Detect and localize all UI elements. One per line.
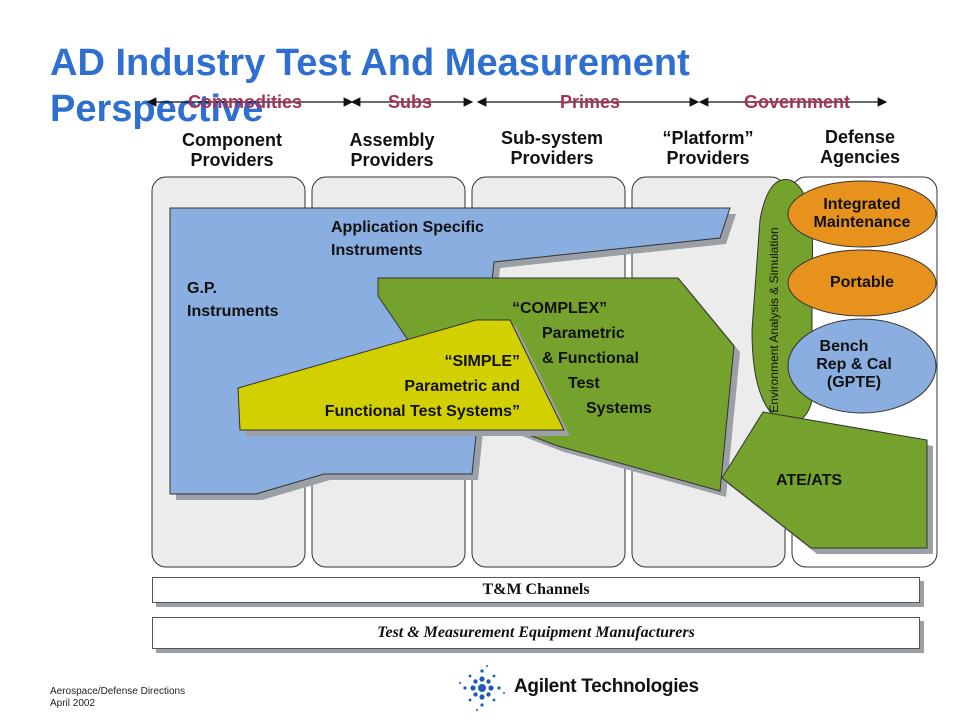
column-header-platform: “Platform”Providers bbox=[662, 128, 754, 168]
agilent-logo-text: Agilent Technologies bbox=[514, 676, 699, 697]
segment-primes: Primes bbox=[559, 92, 621, 112]
ate-ats-label: ATE/ATS bbox=[776, 472, 843, 489]
integrated-maintenance-oval bbox=[787, 180, 937, 248]
tm-channels-bar: T&M Channels bbox=[152, 577, 920, 603]
simple-systems-region bbox=[237, 319, 570, 436]
complex-label: “COMPLEX” Parametric & Functional Test S… bbox=[512, 300, 652, 417]
bench-label: Bench Rep & Cal (GPTE) bbox=[816, 338, 892, 391]
ate-ats-region bbox=[721, 411, 933, 554]
agilent-spark-icon bbox=[459, 665, 505, 711]
segment-government: Government bbox=[743, 92, 851, 112]
defense-ovals bbox=[787, 180, 937, 414]
bench-oval bbox=[787, 318, 937, 414]
environment-analysis-label: Environment Analysis & Simulation bbox=[767, 227, 781, 413]
gp-label: G.P.Instruments bbox=[187, 280, 279, 320]
simple-label: “SIMPLE” Parametric and Functional Test … bbox=[324, 353, 520, 420]
portable-oval bbox=[787, 249, 937, 317]
segment-subs: Subs bbox=[387, 92, 432, 112]
page-title: AD Industry Test And Measurement Perspec… bbox=[50, 42, 690, 130]
portable-label: Portable bbox=[829, 274, 894, 291]
segment-commodities: Commodities bbox=[187, 92, 302, 112]
manufacturers-bar: Test & Measurement Equipment Manufacture… bbox=[152, 617, 920, 649]
